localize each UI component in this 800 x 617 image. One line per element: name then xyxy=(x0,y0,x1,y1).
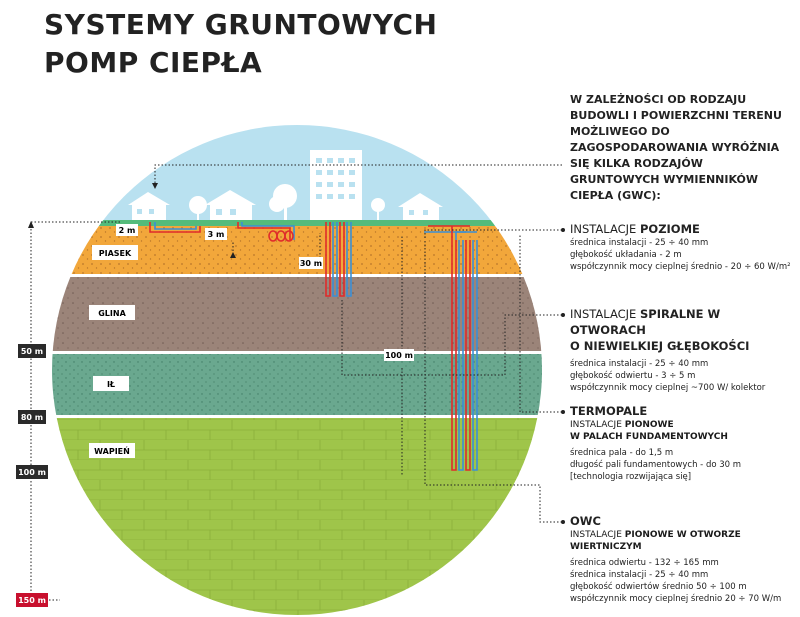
spiralne-line-1: średnica instalacji - 25 ÷ 40 mm xyxy=(570,359,709,369)
svg-text:WAPIEŃ: WAPIEŃ xyxy=(94,445,130,456)
termopale-line-3: [technologia rozwijająca się] xyxy=(570,472,692,482)
depth-150m: 150 m xyxy=(16,593,48,607)
spiral-collector-pipes xyxy=(237,222,295,242)
svg-text:IŁ: IŁ xyxy=(107,380,115,389)
termopale-line-1: średnica pala - do 1,5 m xyxy=(570,448,674,458)
poziome-line-1: średnica instalacji - 25 ÷ 40 mm xyxy=(570,238,709,248)
svg-text:30 m: 30 m xyxy=(300,259,322,268)
borehole-pipes xyxy=(424,225,478,471)
title-line-1: SYSTEMY GRUNTOWYCH xyxy=(44,8,438,41)
svg-text:3 m: 3 m xyxy=(208,230,225,239)
section-poziome-title: INSTALACJE POZIOME xyxy=(570,222,700,236)
svg-text:50 m: 50 m xyxy=(21,347,43,356)
section-poziome: INSTALACJE POZIOME średnica instalacji -… xyxy=(570,221,798,273)
owc-line-4: współczynnik mocy cieplnej średnio 20 ÷ … xyxy=(570,594,782,604)
house-left xyxy=(128,192,170,221)
diagram-circle: PIASEK GLINA IŁ WAPIEŃ 2 m 3 m 30 m xyxy=(52,125,542,615)
depth-scale: 50 m 80 m 100 m 150 m xyxy=(16,221,120,607)
trees xyxy=(189,184,385,222)
svg-text:150 m: 150 m xyxy=(18,596,46,605)
house-middle xyxy=(205,190,256,221)
label-3m: 3 m xyxy=(205,228,227,240)
section-owc-title: OWC xyxy=(570,514,601,528)
svg-text:100 m: 100 m xyxy=(18,468,46,477)
depth-100m: 100 m xyxy=(16,465,48,479)
poziome-line-3: współczynnik mocy cieplnej średnio - 20 … xyxy=(570,262,791,272)
leader-lines xyxy=(154,164,562,523)
grass xyxy=(52,220,542,226)
intro-text: W ZALEŻNOŚCI OD RODZAJU BUDOWLI I POWIER… xyxy=(570,93,782,202)
label-30m: 30 m xyxy=(299,257,323,269)
page-title: SYSTEMY GRUNTOWYCH POMP CIEPŁA xyxy=(44,6,437,82)
spiralne-line-2: głębokość odwiertu - 3 ÷ 5 m xyxy=(570,371,696,381)
svg-text:80 m: 80 m xyxy=(21,413,43,422)
layer-label-clay: GLINA xyxy=(89,305,135,320)
poziome-line-2: głębokość układania - 2 m xyxy=(570,250,682,260)
layer-label-limestone: WAPIEŃ xyxy=(89,443,135,458)
owc-line-2: średnica instalacji - 25 ÷ 40 mm xyxy=(570,570,709,580)
depth-50m: 50 m xyxy=(18,344,46,358)
spiralne-line-3: współczynnik mocy cieplnej ~700 W/ kolek… xyxy=(570,383,766,393)
svg-text:GLINA: GLINA xyxy=(98,309,126,318)
depth-80m: 80 m xyxy=(18,410,46,424)
title-line-2: POMP CIEPŁA xyxy=(44,46,263,79)
house-right xyxy=(398,193,443,222)
apartment-block xyxy=(310,150,362,224)
owc-line-1: średnica odwiertu - 132 ÷ 165 mm xyxy=(570,558,719,568)
horizontal-collector-pipes xyxy=(149,222,201,233)
termopale-line-2: długość pali fundamentowych - do 30 m xyxy=(570,460,742,470)
layer-label-silt: IŁ xyxy=(93,376,129,391)
svg-text:100 m: 100 m xyxy=(385,351,413,360)
depth-markers xyxy=(232,233,403,476)
owc-line-3: głębokość odwiertów średnio 50 ÷ 100 m xyxy=(570,582,747,592)
svg-text:2 m: 2 m xyxy=(119,226,136,235)
sky xyxy=(52,125,542,224)
label-100m: 100 m xyxy=(384,349,414,361)
label-2m: 2 m xyxy=(116,224,138,236)
energy-pile-pipes xyxy=(325,222,352,297)
layer-label-sand: PIASEK xyxy=(92,245,138,260)
section-termopale-title: TERMOPALE xyxy=(570,404,648,418)
svg-text:PIASEK: PIASEK xyxy=(99,249,132,258)
